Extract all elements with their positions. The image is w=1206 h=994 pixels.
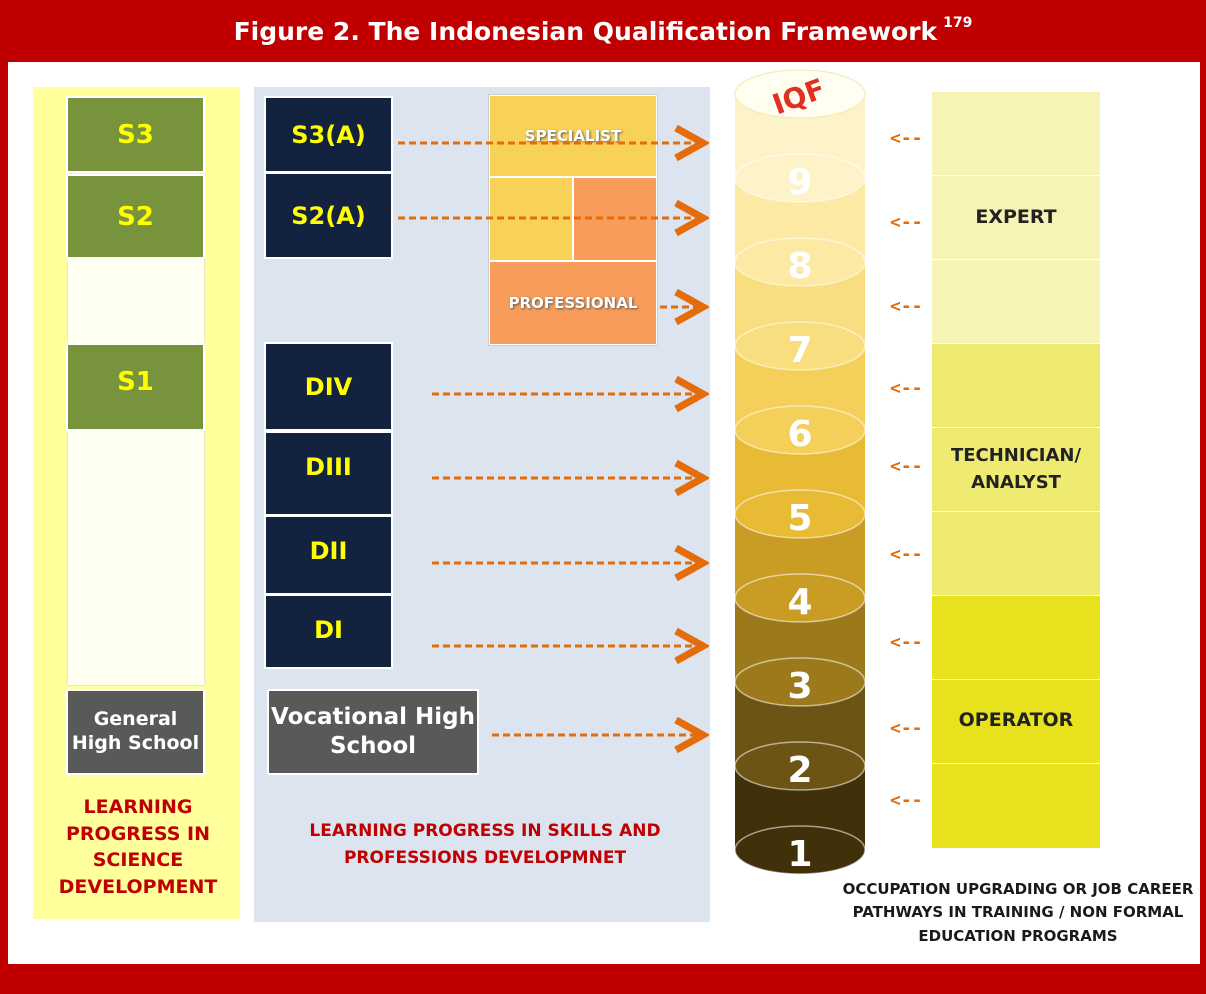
box-div: DIV: [264, 342, 393, 431]
iqf-segment-7: [735, 262, 865, 370]
occupation-arrow-5: <--: [890, 456, 923, 477]
iqf-segment-rim-1: [734, 825, 866, 875]
occupation-arrow-1: <--: [890, 790, 923, 811]
iqf-segment-rim-3: [734, 657, 866, 707]
occupation-arrow-8: <--: [890, 212, 923, 233]
occupation-arrow-6: <--: [890, 378, 923, 399]
professional-group: SPECIALIST PROFESSIONAL: [488, 94, 658, 346]
occupation-arrow-3: <--: [890, 632, 923, 653]
specialist-label: SPECIALIST: [524, 127, 622, 145]
iqf-level-3: 3: [787, 666, 812, 707]
iqf-segment-1: [735, 766, 865, 874]
occupation-row-3: [932, 596, 1100, 680]
iqf-level-2: 2: [787, 750, 812, 791]
occupation-row-5: [932, 428, 1100, 512]
box-general-high-school: General High School: [66, 689, 205, 775]
iqf-segment-rim-8: [734, 237, 866, 287]
iqf-segments: [734, 94, 866, 875]
iqf-segment-6: [735, 346, 865, 454]
iqf-segment-rim-5: [734, 489, 866, 539]
iqf-segment-8: [735, 178, 865, 286]
occupation-arrow-9: <--: [890, 128, 923, 149]
iqf-segment-rim-2: [734, 741, 866, 791]
iqf-levels: 9 8 7 6 5 4 3 2 1: [787, 162, 812, 875]
professional-cell: PROFESSIONAL: [489, 261, 657, 345]
iqf-level-5: 5: [787, 498, 812, 539]
occupation-column-caption: OCCUPATION UPGRADING OR JOB CAREER PATHW…: [842, 880, 1194, 945]
iqf-cylinder-top: [734, 69, 866, 119]
occupation-row-4: [932, 512, 1100, 596]
occupation-row-8: [932, 176, 1100, 260]
occupation-row-1: [932, 764, 1100, 848]
occupation-technician-analyst: TECHNICIAN/ ANALYST: [950, 445, 1082, 493]
box-s2: S2: [66, 174, 205, 259]
science-column-strip: [67, 258, 205, 686]
iqf-segment-rim-6: [734, 405, 866, 455]
specialist-cell: SPECIALIST: [489, 95, 657, 177]
occupation-row-2: [932, 680, 1100, 764]
box-s3: S3: [66, 96, 205, 173]
iqf-segment-5: [735, 430, 865, 538]
occupation-arrow-2: <--: [890, 718, 923, 739]
box-di: DI: [264, 594, 393, 669]
iqf-segment-rim-4: [734, 573, 866, 623]
iqf-segment-rim-7: [734, 321, 866, 371]
box-s2a: S2(A): [264, 172, 393, 259]
box-vocational-high-school: Vocational High School: [267, 689, 479, 775]
iqf-level-1: 1: [787, 834, 812, 875]
occupation-row-7: [932, 260, 1100, 344]
professional-label: PROFESSIONAL: [508, 294, 638, 312]
figure-title: Figure 2. The Indonesian Qualification F…: [0, 0, 1206, 62]
occupation-expert: EXPERT: [975, 206, 1057, 228]
iqf-segment-2: [735, 682, 865, 790]
iqf-level-4: 4: [787, 582, 812, 623]
iqf-segment-rim-9: [734, 153, 866, 203]
occupation-row-9: [932, 92, 1100, 176]
box-diii: DIII: [264, 431, 393, 516]
box-s1: S1: [66, 343, 205, 431]
skills-column-caption: LEARNING PROGRESS IN SKILLS AND PROFESSI…: [309, 821, 661, 869]
iqf-level-8: 8: [787, 246, 812, 287]
occupation-arrow-7: <--: [890, 296, 923, 317]
occupation-row-6: [932, 344, 1100, 428]
iqf-segment-3: [735, 598, 865, 706]
iqf-level-9: 9: [787, 162, 812, 203]
iqf-level-7: 7: [787, 330, 812, 371]
figure-title-ref: 179: [943, 15, 973, 31]
science-column-caption: LEARNING PROGRESS IN SCIENCE DEVELOPMENT: [58, 796, 218, 898]
occupation-arrow-4: <--: [890, 544, 923, 565]
occupation-operator: OPERATOR: [958, 709, 1074, 731]
figure-title-text: Figure 2. The Indonesian Qualification F…: [233, 16, 938, 46]
iqf-segment-9: [735, 94, 865, 202]
iqf-segment-4: [735, 514, 865, 622]
iqf-level-6: 6: [787, 414, 812, 455]
